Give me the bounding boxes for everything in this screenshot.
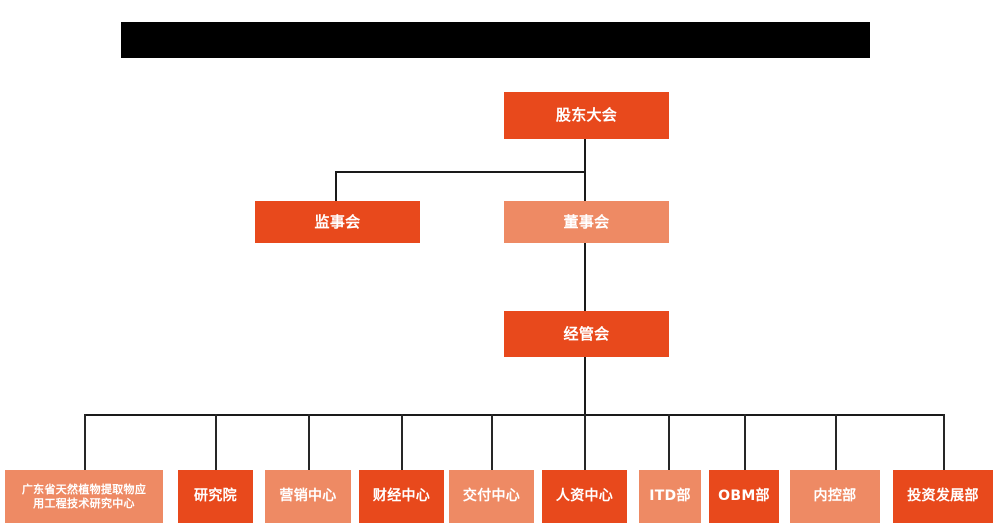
connector-shareholders-down [584,139,586,173]
node-label: 营销中心 [279,487,337,504]
node-dept-research-center-guangdong[interactable]: 广东省天然植物提取物应 用工程技术研究中心 [5,470,163,523]
node-dept-delivery-center[interactable]: 交付中心 [449,470,534,523]
redacted-title-bar [121,22,870,58]
node-dept-research-institute[interactable]: 研究院 [178,470,253,523]
node-label: 经管会 [563,324,610,343]
connector-stem-dept-2 [215,414,217,470]
node-label: 董事会 [563,212,610,231]
connector-directors-stem [584,171,586,201]
connector-bus-departments [84,414,944,416]
node-label-line1: 广东省天然植物提取物应 [21,483,147,497]
node-label-multiline: 广东省天然植物提取物应 用工程技术研究中心 [18,483,150,510]
node-label: OBM部 [718,487,770,504]
connector-stem-dept-9 [835,414,837,470]
node-board-of-supervisors[interactable]: 监事会 [255,201,420,243]
connector-bus-level1 [335,171,586,173]
connector-directors-to-management [584,243,586,311]
connector-stem-dept-8 [744,414,746,470]
node-label: 人资中心 [555,487,614,504]
node-dept-obm[interactable]: OBM部 [709,470,779,523]
node-label: 投资发展部 [907,487,979,504]
node-label: 监事会 [314,212,361,231]
node-dept-finance-center[interactable]: 财经中心 [359,470,444,523]
node-label: 股东大会 [555,106,618,125]
node-dept-itd[interactable]: ITD部 [639,470,701,523]
connector-stem-dept-6 [584,414,586,470]
node-shareholders-meeting[interactable]: 股东大会 [504,92,669,139]
connector-stem-dept-4 [401,414,403,470]
node-dept-human-resources-center[interactable]: 人资中心 [542,470,627,523]
node-dept-marketing-center[interactable]: 营销中心 [265,470,351,523]
node-label: 研究院 [194,487,237,504]
connector-stem-dept-7 [668,414,670,470]
node-label-line2: 用工程技术研究中心 [33,496,135,510]
node-management-committee[interactable]: 经管会 [504,311,669,357]
connector-supervisors-stem [335,171,337,201]
connector-stem-dept-5 [491,414,493,470]
node-dept-investment-development[interactable]: 投资发展部 [893,470,993,523]
connector-stem-dept-10 [943,414,945,470]
node-label: 内控部 [813,487,857,504]
node-board-of-directors[interactable]: 董事会 [504,201,669,243]
connector-management-down [584,357,586,415]
node-label: 交付中心 [462,487,521,504]
node-dept-internal-control[interactable]: 内控部 [790,470,880,523]
node-label: ITD部 [649,487,691,504]
connector-stem-dept-3 [308,414,310,470]
node-label: 财经中心 [372,487,431,504]
connector-stem-dept-1 [84,414,86,470]
